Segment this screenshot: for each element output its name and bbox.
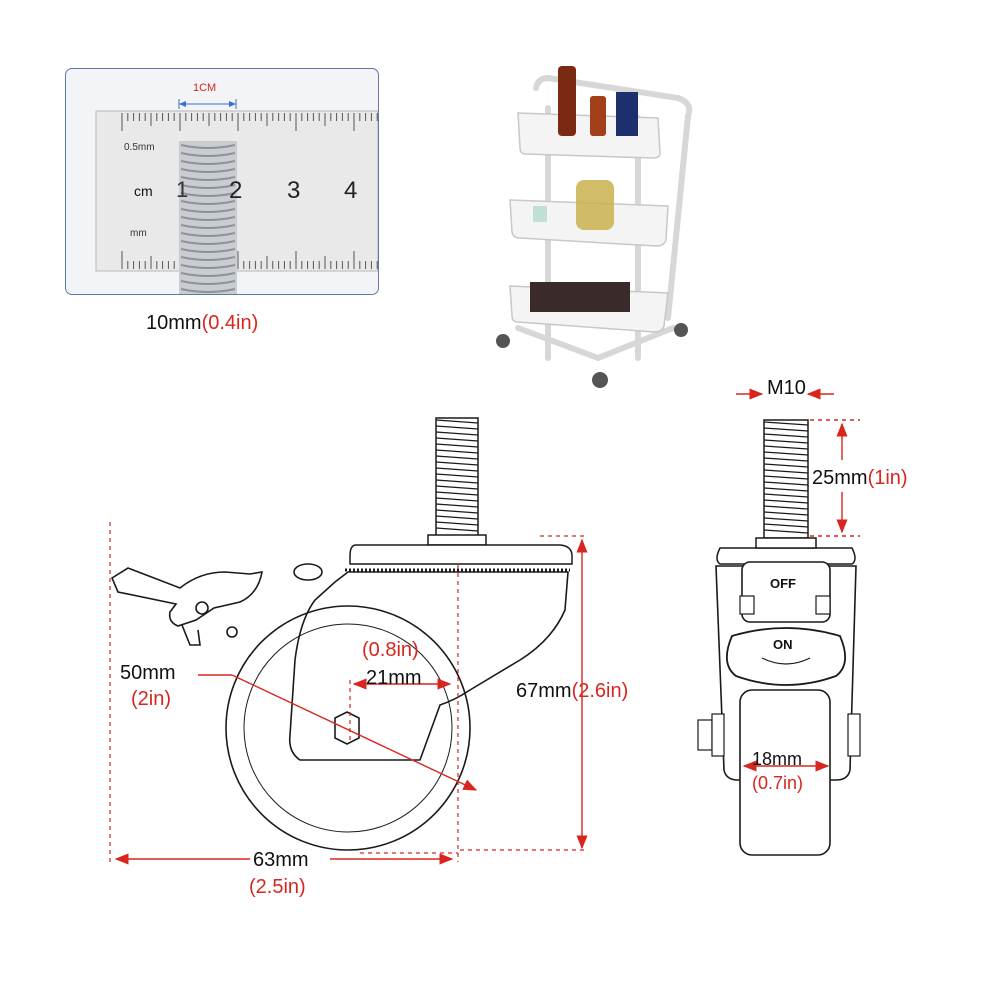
offset-mm-label: 21mm xyxy=(366,667,422,689)
ruler-number-2: 2 xyxy=(229,177,243,204)
ruler-half-mm-label: 0.5mm xyxy=(124,142,155,153)
scale-label: 1CM xyxy=(193,82,217,94)
axle-nut xyxy=(334,711,360,745)
bolt-diameter-caption: 10mm(0.4in) xyxy=(146,312,259,334)
thread-size-label: M10 xyxy=(767,377,806,399)
ruler-mm-label: mm xyxy=(130,228,147,239)
wheel-width-in-label: (0.7in) xyxy=(752,773,804,793)
wheel-width-mm-label: 18mm xyxy=(752,749,803,769)
bolt-thread-photo xyxy=(179,141,237,294)
wheel-diameter-in-label: (2in) xyxy=(131,688,172,710)
wheel-diameter-mm-label: 50mm xyxy=(120,662,176,684)
caster-front-view-drawing xyxy=(697,419,861,856)
brake-lever xyxy=(110,563,323,646)
caster-fork xyxy=(288,571,569,761)
length-in-label: (2.5in) xyxy=(249,876,306,898)
mounting-plate xyxy=(349,544,573,565)
ruler-inset-panel: 1CM 0.5mm cm mm 1 2 3 4 xyxy=(65,68,379,295)
caster-wheel xyxy=(225,605,471,851)
stem-length-label: 25mm(1in) xyxy=(812,467,908,489)
utility-cart-photo xyxy=(496,66,693,388)
brake-off-label: OFF xyxy=(770,576,796,591)
brake-on-label: ON xyxy=(773,637,793,652)
ruler-photo xyxy=(95,99,378,294)
offset-in-label: (0.8in) xyxy=(362,639,419,661)
length-mm-label: 63mm xyxy=(253,849,309,871)
threaded-stem-side xyxy=(427,417,487,546)
ruler-number-1: 1 xyxy=(176,177,189,202)
ruler-cm-label: cm xyxy=(134,183,153,199)
height-label: 67mm(2.6in) xyxy=(516,680,629,702)
ruler-number-3: 3 xyxy=(287,177,301,204)
ruler-number-4: 4 xyxy=(344,177,358,204)
